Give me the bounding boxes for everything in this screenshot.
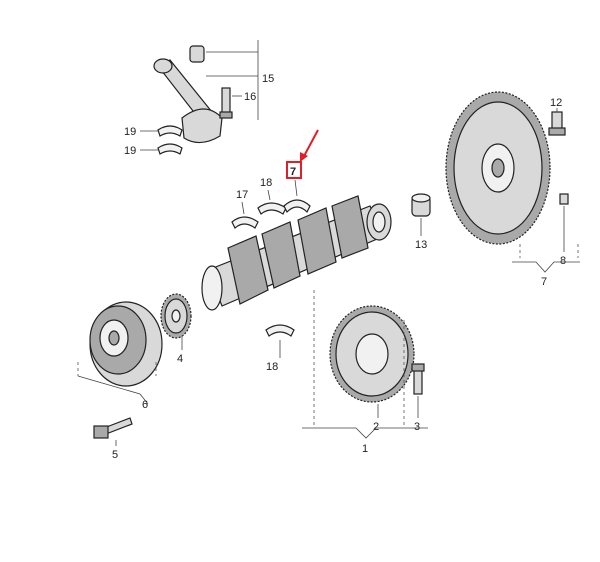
- callout-19-bottom: 19: [124, 145, 136, 157]
- bracket-1-sides: [313, 290, 405, 428]
- pulley-bolt-head: [93, 425, 109, 439]
- rod-bearing-shell-lower: [157, 143, 183, 155]
- callout-2: 2: [373, 421, 379, 433]
- crank-flange-bore: [372, 211, 386, 233]
- callout-8: 8: [560, 255, 566, 267]
- callout-13: 13: [415, 239, 427, 251]
- callout-17: 17: [236, 189, 248, 201]
- rod-big-end: [181, 108, 223, 144]
- bracket-7: [512, 261, 580, 273]
- drive-plate-bolt-head: [411, 363, 425, 372]
- counterweight-3: [297, 207, 337, 275]
- bracket-7-sides: [519, 244, 579, 258]
- leader-15: [206, 40, 259, 120]
- crank-sprocket: [160, 293, 192, 339]
- callout-7: 7: [541, 276, 547, 288]
- highlight-box: [286, 161, 302, 179]
- bracket-6-sides: [77, 362, 157, 376]
- bracket-1: [302, 427, 428, 439]
- counterweight-2: [261, 221, 301, 289]
- sprocket-bore: [171, 309, 181, 323]
- counterweight-1: [227, 235, 269, 305]
- thrust-washers: [231, 199, 311, 229]
- pulley-bore: [108, 330, 120, 346]
- callout-18-top: 18: [260, 177, 272, 189]
- rod-small-end: [153, 58, 173, 74]
- leader-17-18-7: [241, 179, 298, 215]
- callout-3: 3: [414, 421, 420, 433]
- bearing-shell-18-lower: [265, 324, 295, 337]
- rod-bearing-shell-upper: [157, 125, 183, 137]
- pulley-bolt: [93, 417, 133, 439]
- crank-pulley: [89, 301, 163, 387]
- callout-18-bottom: 18: [266, 361, 278, 373]
- drive-plate: [329, 305, 415, 403]
- rod-bolt: [221, 87, 231, 115]
- callout-15: 15: [262, 73, 274, 85]
- highlight-arrow-head: [300, 152, 308, 162]
- flywheel-center-bore: [491, 158, 505, 178]
- callout-19-top: 19: [124, 126, 136, 138]
- bearing-shell-18: [257, 202, 287, 215]
- leader-19: [140, 130, 158, 151]
- bearing-shell-17: [231, 216, 259, 229]
- callout-4: 4: [177, 353, 183, 365]
- dowel-pin: [559, 193, 569, 205]
- pilot-bushing-top: [411, 193, 431, 203]
- callout-16: 16: [244, 91, 256, 103]
- pilot-bushing: [411, 193, 431, 217]
- pin-bushing: [189, 45, 205, 63]
- crank-front-journal: [201, 265, 223, 311]
- rod-bolt-head: [219, 111, 233, 119]
- flywheel: [445, 91, 551, 245]
- crankshaft: [201, 195, 392, 311]
- callout-12: 12: [550, 97, 562, 109]
- drive-plate-center: [355, 333, 389, 375]
- thrust-washer-7: [283, 199, 311, 214]
- callout-5: 5: [112, 449, 118, 461]
- drive-plate-bolt: [413, 369, 423, 395]
- callout-7-highlighted: 7: [290, 166, 296, 178]
- counterweight-4: [331, 195, 369, 259]
- leader-6: [77, 375, 149, 405]
- highlight-arrow-shaft: [302, 129, 319, 159]
- callout-1: 1: [362, 443, 368, 455]
- flywheel-bolt-head: [548, 127, 566, 136]
- callout-6: 6: [142, 399, 148, 411]
- connecting-rod-assembly: [153, 45, 233, 155]
